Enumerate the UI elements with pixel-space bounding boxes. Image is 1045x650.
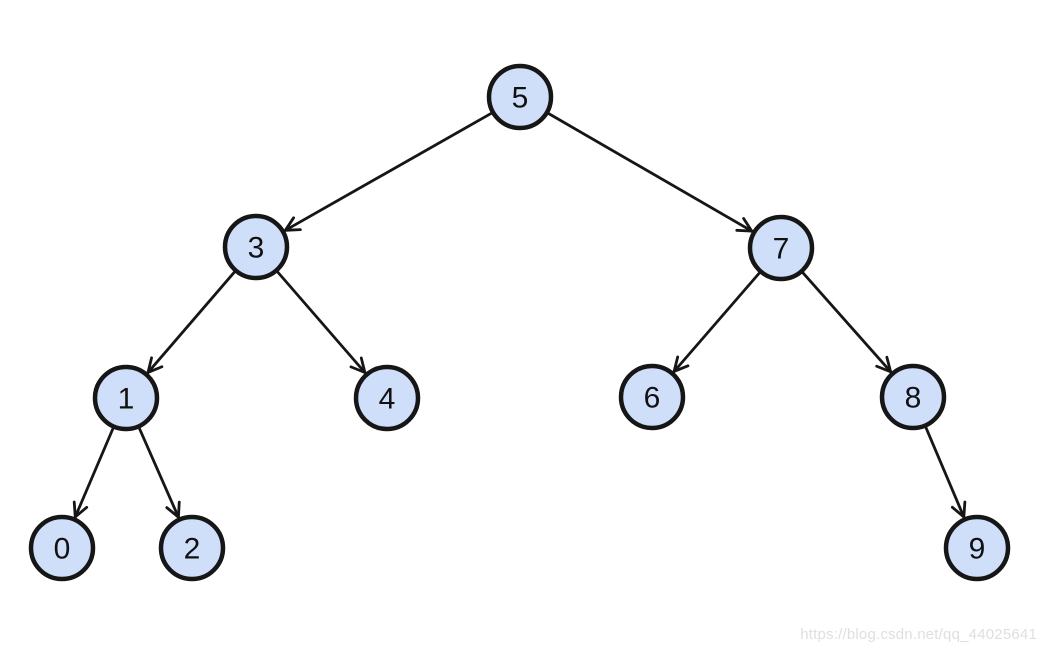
node-label: 8	[905, 382, 922, 415]
arrowhead-barb	[359, 356, 367, 374]
arrowhead-barb	[283, 216, 296, 232]
node-label: 1	[118, 383, 135, 416]
arrowhead-barb	[73, 505, 89, 519]
tree-edge-1-0	[72, 425, 116, 519]
tree-edge-5-3	[283, 111, 495, 232]
node-circle	[158, 514, 226, 582]
node-label: 4	[379, 383, 396, 416]
tree-edge-1-2	[137, 425, 181, 519]
tree-edge-7-6	[672, 270, 762, 373]
tree-edge-3-4	[275, 269, 367, 374]
tree-node-3: 3	[222, 213, 290, 281]
node-circle	[618, 363, 686, 431]
node-label: 5	[512, 82, 529, 115]
arrowhead-barb	[885, 355, 893, 374]
arrowhead-barb	[177, 500, 181, 519]
tree-node-6: 6	[618, 363, 686, 431]
arrowhead-barb	[146, 356, 153, 374]
arrowhead-barb	[146, 365, 164, 374]
arrowhead-barb	[283, 228, 302, 232]
node-label: 6	[644, 382, 661, 415]
tree-edge-8-9	[923, 424, 967, 519]
node-circle	[879, 363, 947, 431]
tree-node-0: 0	[28, 514, 96, 582]
node-label: 3	[248, 232, 265, 265]
edges-layer	[72, 111, 967, 519]
tree-node-7: 7	[747, 214, 815, 282]
arrowhead-barb	[742, 217, 754, 233]
node-label: 7	[773, 233, 790, 266]
arrowhead-barb	[962, 500, 967, 519]
node-circle	[943, 514, 1011, 582]
tree-edge-3-1	[146, 269, 238, 374]
arrowhead-barb	[349, 365, 367, 374]
tree-edge-5-7	[545, 111, 754, 233]
node-circle	[747, 214, 815, 282]
tree-node-4: 4	[353, 364, 421, 432]
nodes-layer: 5 3 7 1 4 6 8 0 2 9	[28, 63, 1011, 582]
watermark-text: https://blog.csdn.net/qq_44025641	[800, 626, 1037, 643]
node-label: 0	[54, 533, 71, 566]
arrowhead-barb	[875, 364, 893, 374]
arrowhead-barb	[672, 364, 690, 373]
tree-node-8: 8	[879, 363, 947, 431]
tree-node-5: 5	[486, 63, 554, 131]
node-circle	[486, 63, 554, 131]
node-circle	[28, 514, 96, 582]
tree-node-1: 1	[92, 364, 160, 432]
node-label: 9	[969, 533, 986, 566]
tree-node-2: 2	[158, 514, 226, 582]
node-circle	[92, 364, 160, 432]
tree-node-9: 9	[943, 514, 1011, 582]
arrowhead-barb	[165, 506, 180, 519]
arrowhead-barb	[950, 505, 966, 519]
node-label: 2	[184, 533, 201, 566]
arrowhead-barb	[735, 228, 754, 233]
node-circle	[353, 364, 421, 432]
node-circle	[222, 213, 290, 281]
arrowhead-barb	[672, 355, 680, 373]
arrowhead-barb	[72, 500, 77, 519]
tree-edge-7-8	[800, 269, 893, 374]
